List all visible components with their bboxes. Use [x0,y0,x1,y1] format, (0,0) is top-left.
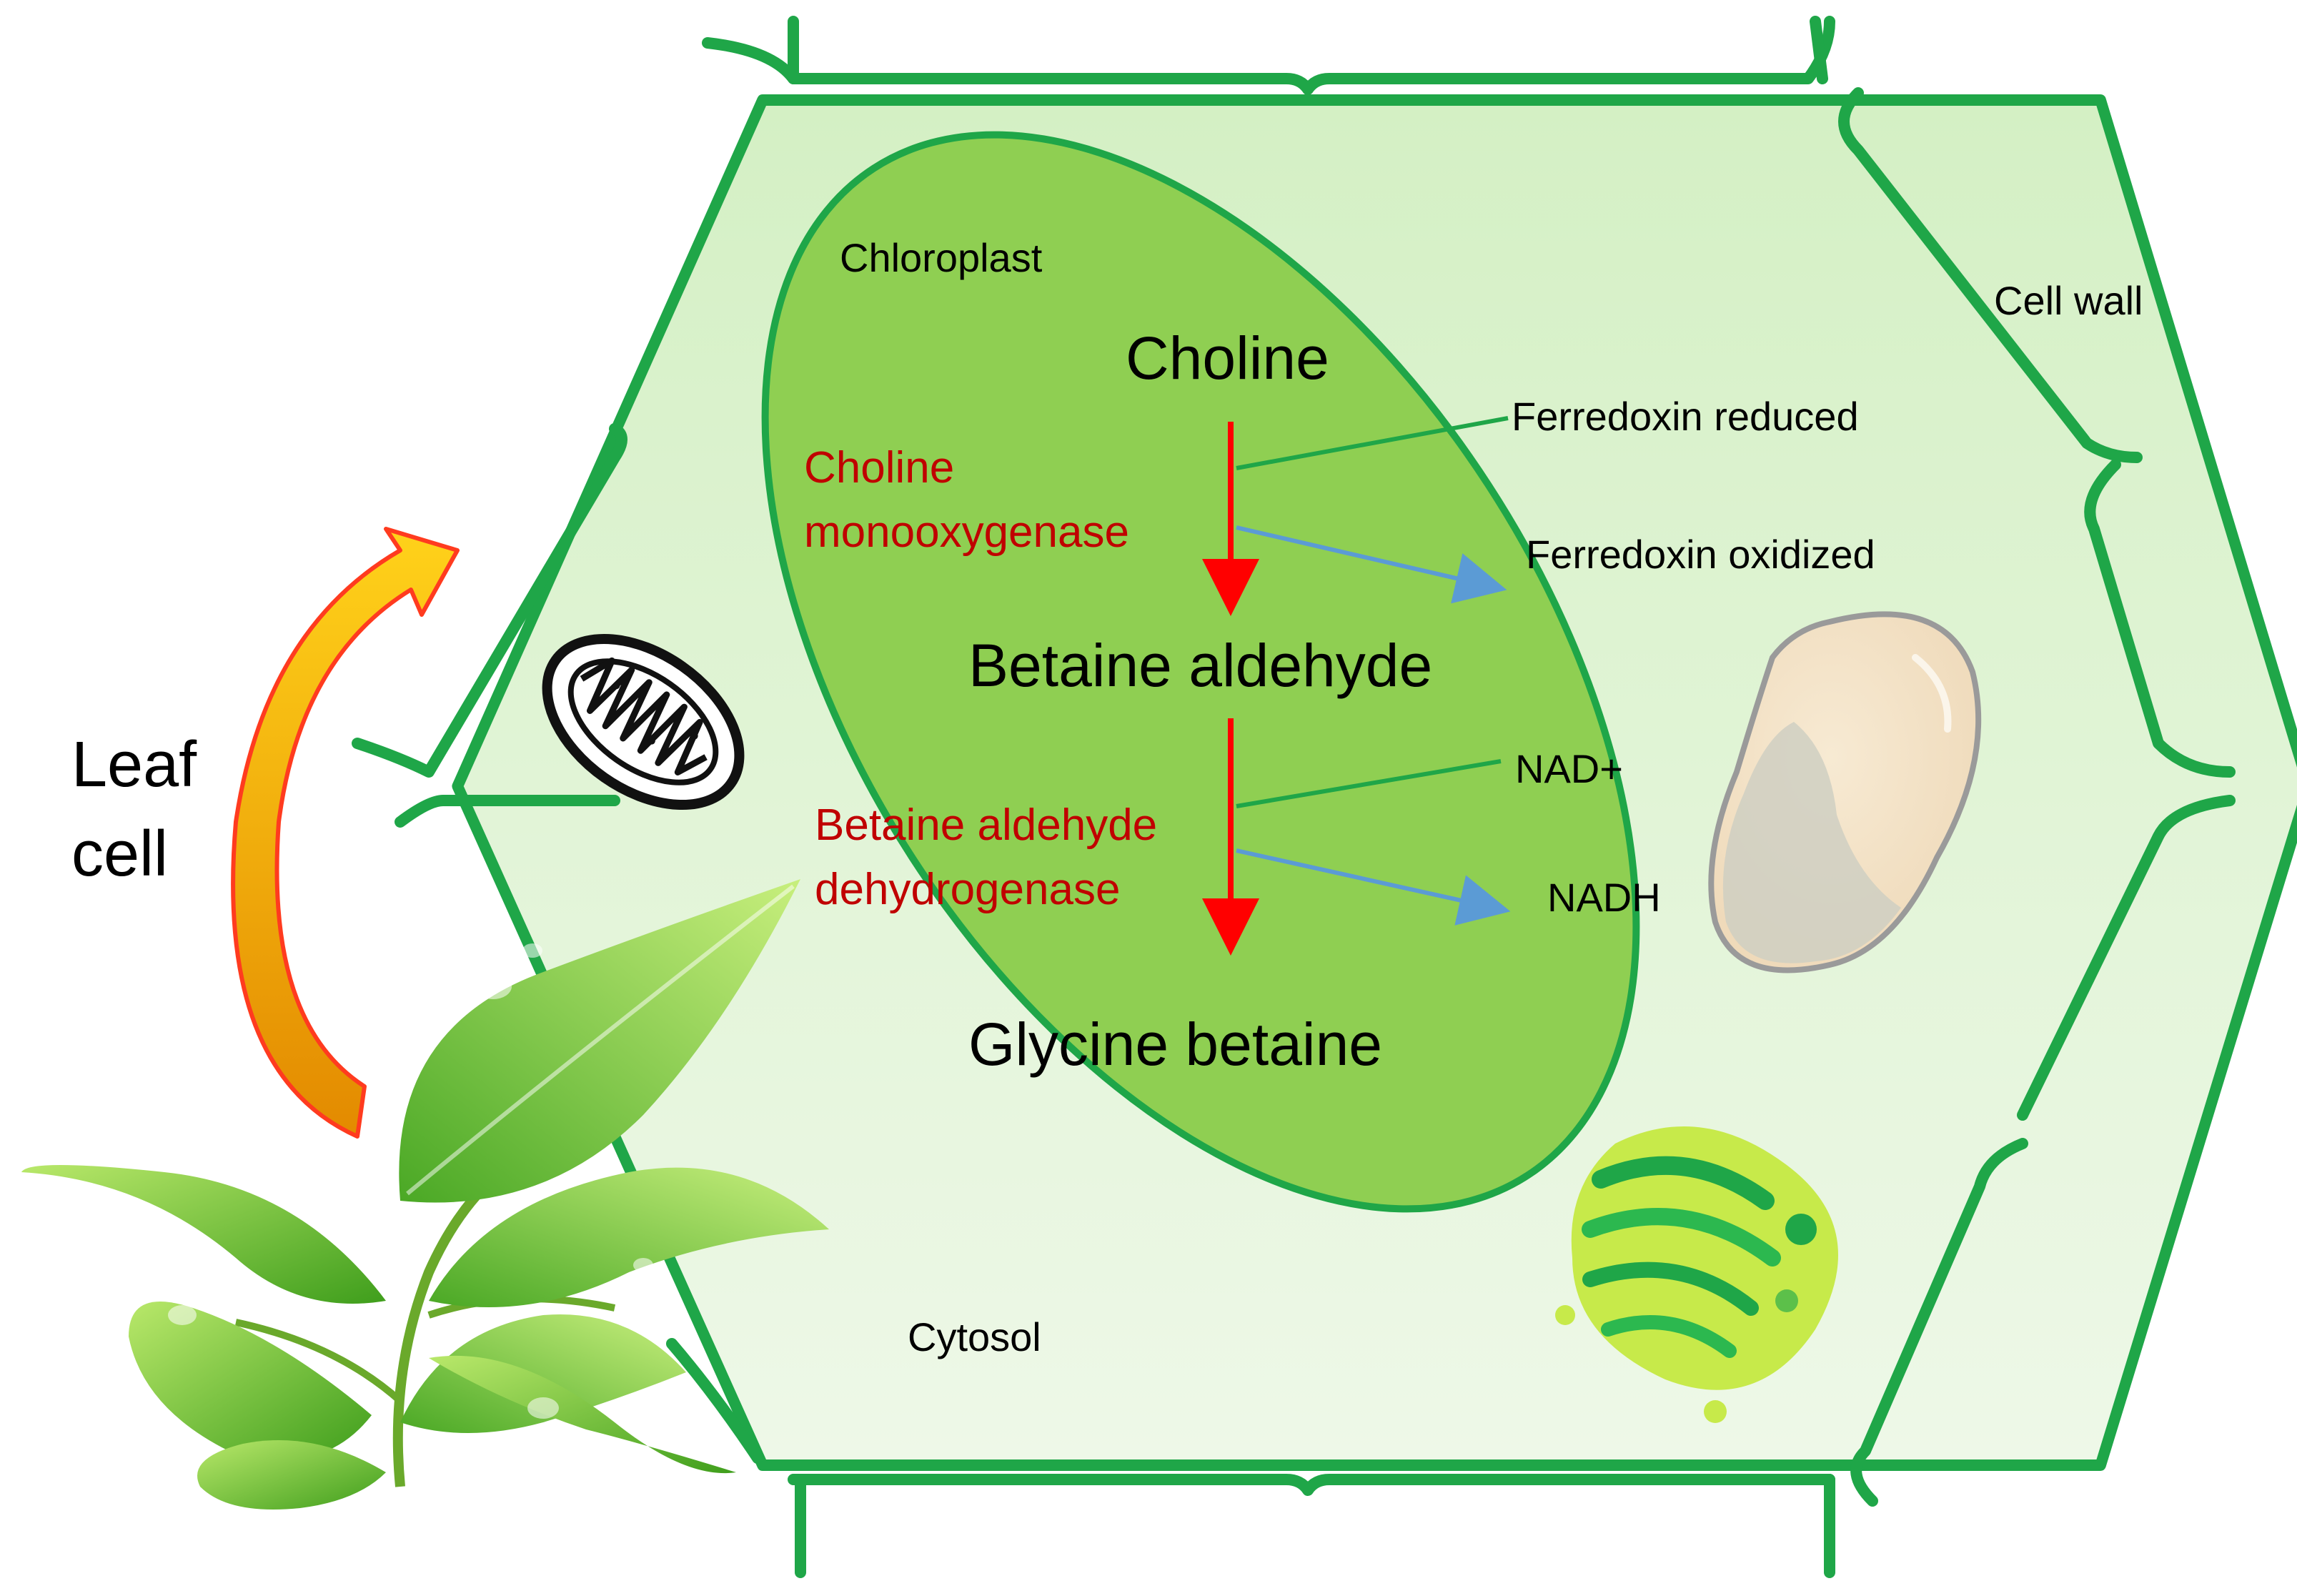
cofactor-nad-plus: NAD+ [1515,746,1623,791]
mitochondrion-icon [542,633,745,811]
enzyme2-line2: dehydrogenase [815,865,1120,914]
ferredoxin-reduced-line [1236,416,1509,470]
cofactor-ferredoxin-reduced: Ferredoxin reduced [1512,394,1859,439]
substrate-choline: Choline [1126,324,1329,392]
nad-line [1236,759,1502,808]
enzyme1-line1: Choline [804,443,954,492]
cytosol-label: Cytosol [908,1314,1041,1359]
leaf-to-cell-arrow [231,527,460,1139]
leaf-cell-label-line1: Leaf [71,729,197,801]
chloroplast [761,131,1640,1213]
cofactor-nadh: NADH [1547,875,1661,920]
leaf-cell-label-line2: cell [71,818,168,890]
vacuole [1708,611,1982,973]
enzyme2-line1: Betaine aldehyde [815,801,1157,850]
product-glycine-betaine: Glycine betaine [968,1011,1382,1078]
ferredoxin-oxidized-arrow [1236,525,1507,604]
golgi-icon [1555,1126,1838,1423]
cell-wall-label: Cell wall [1994,278,2143,323]
enzyme1-line2: monooxygenase [804,507,1129,557]
plant-leaves-icon [21,879,829,1510]
cofactor-ferredoxin-oxidized: Ferredoxin oxidized [1526,532,1875,577]
intermediate-betaine-aldehyde: Betaine aldehyde [968,632,1432,699]
cell-wall [352,16,2236,1578]
nadh-arrow [1236,848,1511,926]
chloroplast-label: Chloroplast [840,235,1043,280]
